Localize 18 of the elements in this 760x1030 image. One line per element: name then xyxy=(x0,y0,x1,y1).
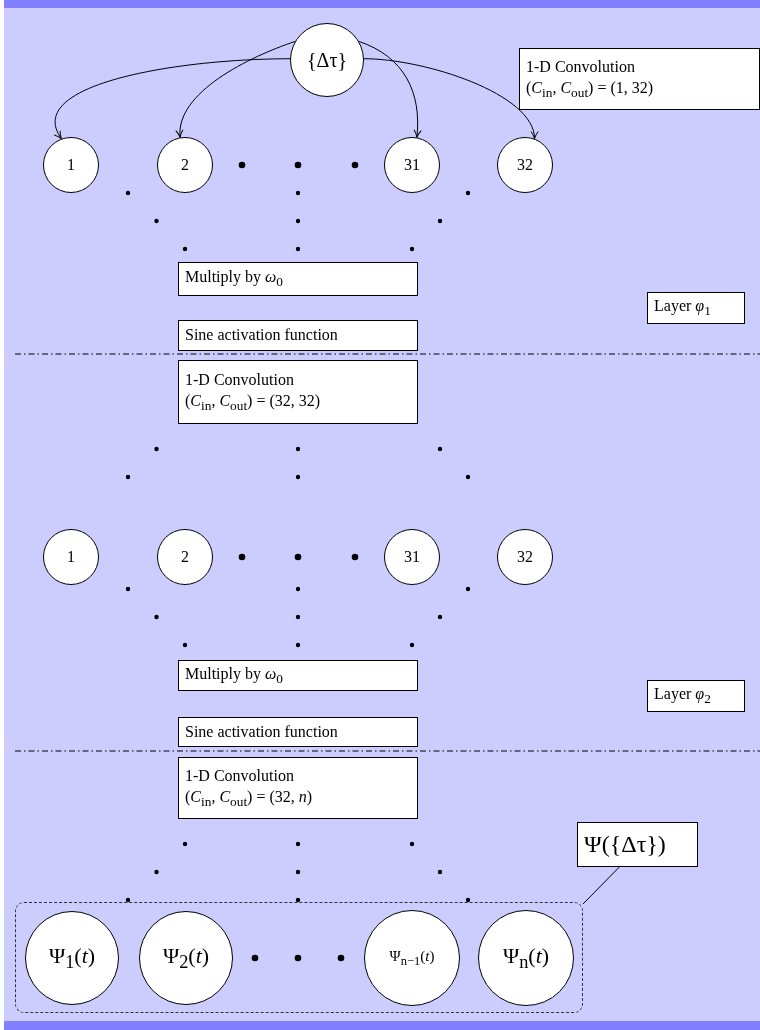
box-formula: (C$_{in}$, C$_{out}$) = (32, 32) xyxy=(185,390,322,415)
box-formula: (C$_{in}$, C$_{out}$) = (32, n) xyxy=(185,786,314,811)
box-heading: 1-D Convolution xyxy=(526,56,636,77)
box-heading: 1-D Convolution xyxy=(185,369,295,390)
leader-line xyxy=(582,866,620,905)
label-box xyxy=(519,48,760,110)
dashed-group-box xyxy=(15,902,583,1013)
label-box: Ψ({Δτ}) xyxy=(577,822,698,867)
label-box: Sine activation function xyxy=(178,717,418,747)
box-formula: (C$_{in}$, C$_{out}$) = (1, 32) xyxy=(526,77,655,102)
box-heading: 1-D Convolution xyxy=(185,765,295,786)
label-box xyxy=(178,757,418,819)
label-box: Multiply by ω$_{0}$ xyxy=(178,262,418,296)
label-box: Sine activation function xyxy=(178,320,418,351)
label-box: Layer φ$_{1}$ xyxy=(647,292,745,324)
label-box: Multiply by ω$_{0}$ xyxy=(178,660,418,691)
label-box: Layer φ$_{2}$ xyxy=(647,680,745,712)
label-box xyxy=(178,360,418,424)
